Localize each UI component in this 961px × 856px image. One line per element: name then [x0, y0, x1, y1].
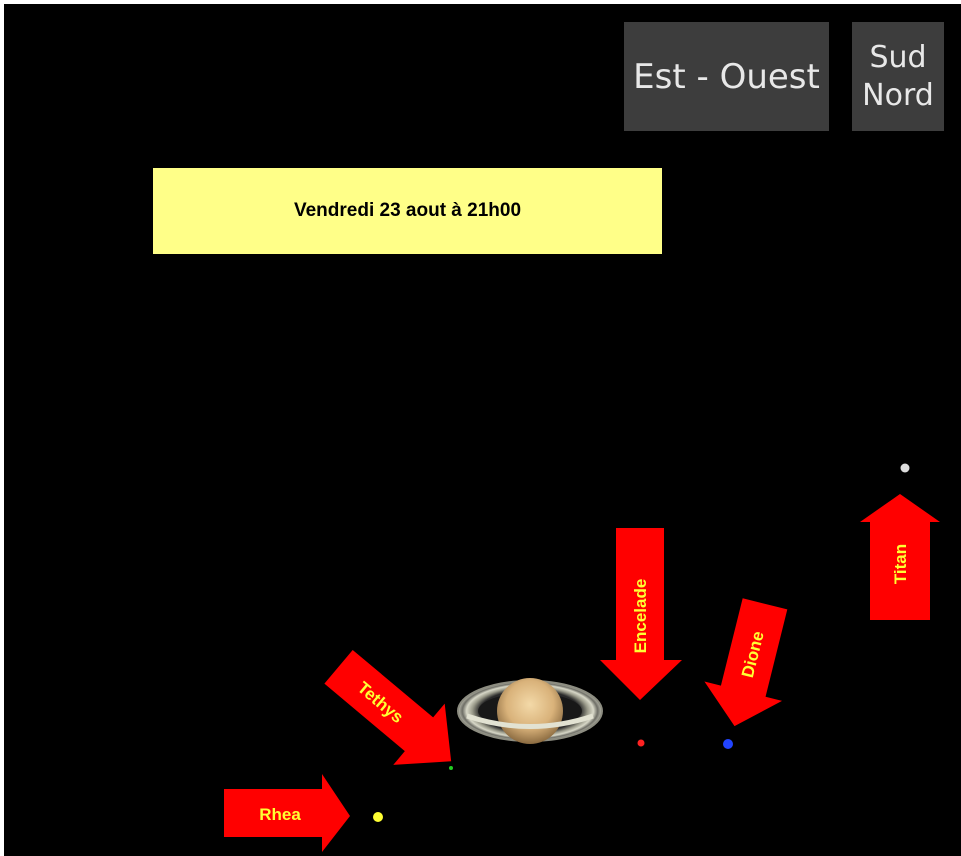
- rhea-arrow: Rhea: [224, 774, 350, 852]
- south-label: Sud: [869, 39, 927, 75]
- dione-arrow: Dione: [704, 598, 788, 727]
- titan-label: Titan: [891, 544, 910, 584]
- rhea-label: Rhea: [259, 805, 301, 824]
- dione-dot: [723, 739, 733, 749]
- titan-dot: [900, 463, 910, 473]
- titan-arrow: Titan: [860, 494, 940, 620]
- encelade-arrow: Encelade: [600, 528, 682, 700]
- encelade-label: Encelade: [631, 579, 650, 654]
- south-north-button[interactable]: Sud Nord: [852, 22, 944, 131]
- rhea-dot: [373, 812, 383, 822]
- saturn-planet: [457, 678, 603, 744]
- encelade-dot: [637, 739, 645, 747]
- tethys-arrow: Tethys: [324, 649, 452, 765]
- date-banner: Vendredi 23 aout à 21h00: [153, 168, 662, 254]
- saturn-system-diagram: Rhea Tethys Encelade Dione Titan: [224, 463, 940, 852]
- tethys-dot: [449, 766, 453, 770]
- east-west-button[interactable]: Est - Ouest: [624, 22, 829, 131]
- sky-view: Est - Ouest Sud Nord Vendredi 23 aout à …: [4, 4, 961, 856]
- east-west-label: Est - Ouest: [633, 56, 820, 97]
- north-label: Nord: [862, 77, 934, 113]
- date-text: Vendredi 23 aout à 21h00: [293, 200, 522, 221]
